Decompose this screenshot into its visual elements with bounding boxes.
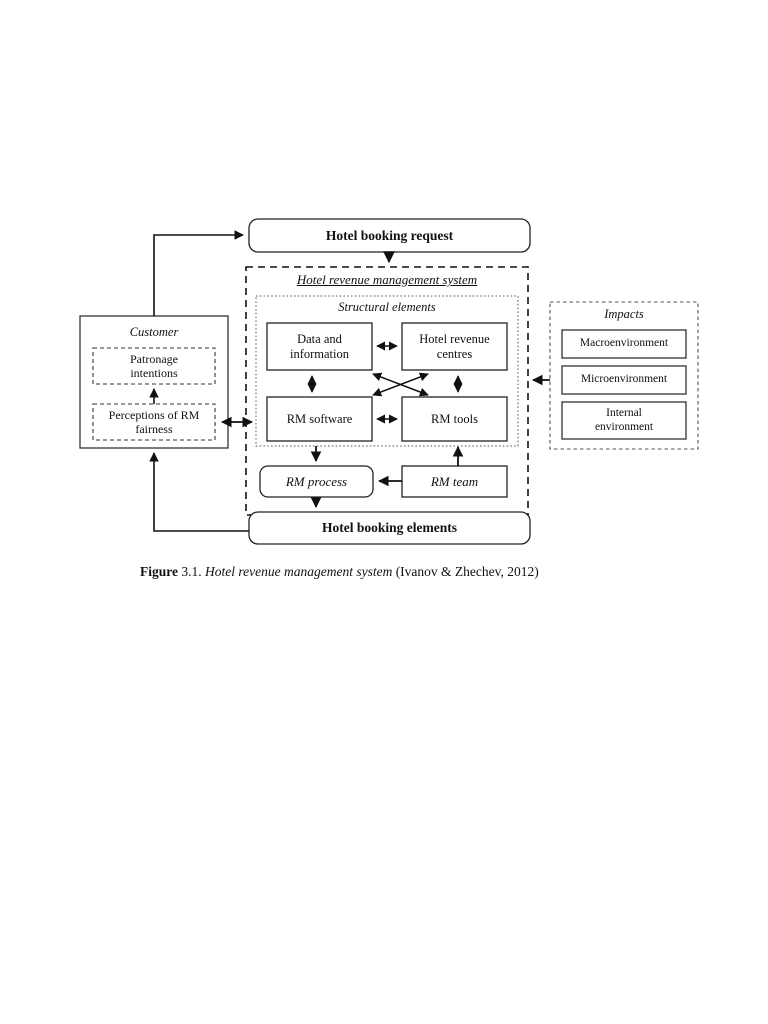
caption-source: (Ivanov & Zhechev, 2012) xyxy=(395,564,539,579)
node-internal-environment-frame[interactable] xyxy=(561,401,687,440)
group-structural-elements-frame xyxy=(255,295,519,447)
edge-booking-elements-to-customer xyxy=(149,452,249,532)
node-perceptions-rm-fairness-frame[interactable] xyxy=(92,403,216,441)
caption-title: Hotel revenue management system xyxy=(205,564,393,579)
node-rm-software-frame[interactable] xyxy=(266,396,373,442)
caption-number: 3.1. xyxy=(181,564,202,579)
figure-caption: Figure 3.1. Hotel revenue management sys… xyxy=(140,563,660,581)
diagram-canvas xyxy=(79,218,699,545)
node-booking-elements-frame[interactable] xyxy=(248,511,531,545)
edge-revenue-centres-to-rm-software-diagonal xyxy=(372,372,429,397)
node-rm-tools-frame[interactable] xyxy=(401,396,508,442)
group-impacts-frame xyxy=(549,301,699,450)
node-booking-request-frame[interactable] xyxy=(248,218,531,253)
node-patronage-intentions-frame[interactable] xyxy=(92,347,216,385)
group-hrm-system-frame xyxy=(245,266,529,516)
node-data-information-frame[interactable] xyxy=(266,322,373,371)
caption-figure-word: Figure xyxy=(140,564,178,579)
node-hotel-revenue-centres-frame[interactable] xyxy=(401,322,508,371)
figure-stage: Hotel revenue management system Structur… xyxy=(79,218,699,545)
edge-customer-to-booking-request xyxy=(153,230,244,316)
node-rm-team-frame[interactable] xyxy=(401,465,508,498)
node-microenvironment-frame[interactable] xyxy=(561,365,687,395)
node-macroenvironment-frame[interactable] xyxy=(561,329,687,359)
node-rm-process-frame[interactable] xyxy=(259,465,374,498)
